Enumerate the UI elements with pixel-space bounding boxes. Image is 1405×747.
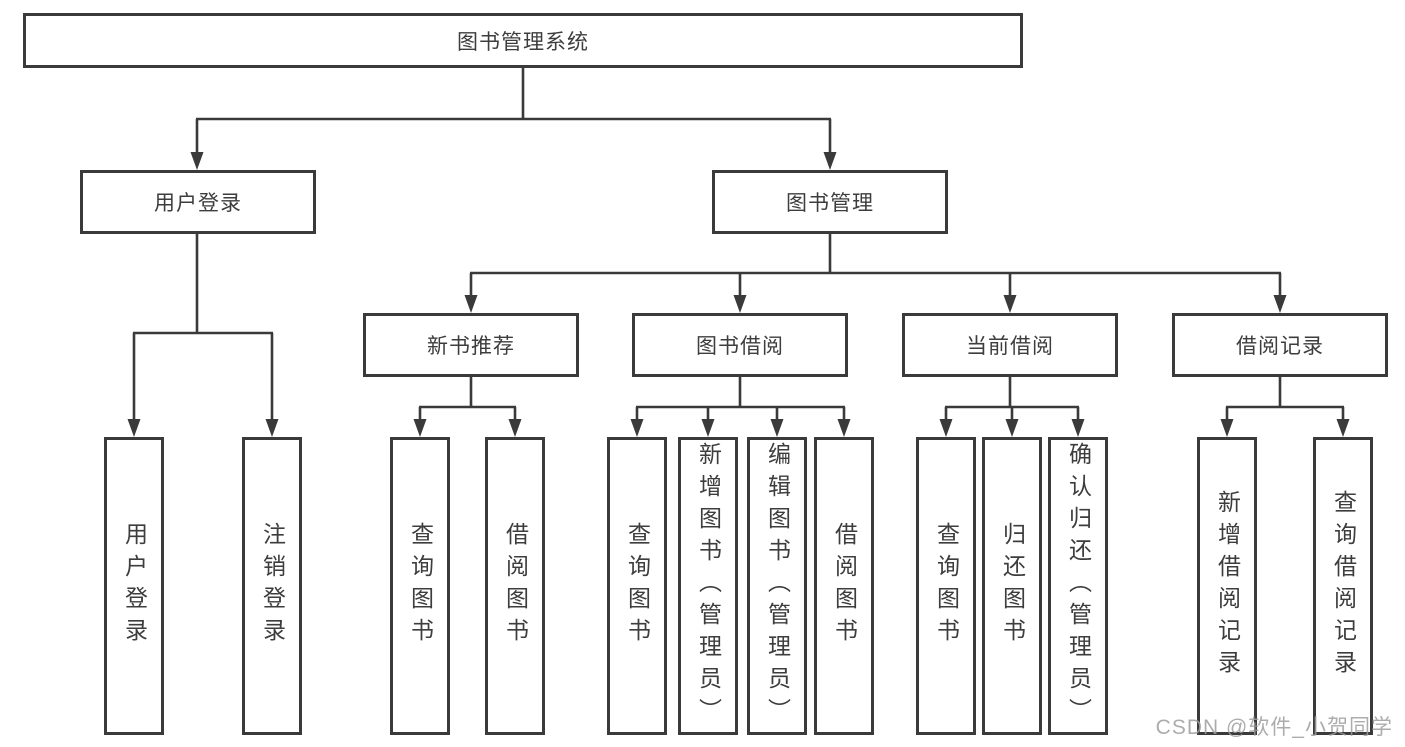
- node-label: 注销登录: [259, 522, 286, 650]
- node-leaf-borrow-books: 借阅图书: [814, 437, 874, 735]
- node-label: 新增图书（管理员）: [695, 442, 722, 730]
- node-label: 新增借阅记录: [1214, 490, 1241, 682]
- node-label: 借阅图书: [502, 522, 529, 650]
- node-leaf-query-borrow-record: 查询借阅记录: [1313, 437, 1373, 735]
- node-book-borrowing: 图书借阅: [632, 313, 848, 377]
- node-leaf-query-books-borrowing: 查询图书: [607, 437, 667, 735]
- node-current-borrowing: 当前借阅: [902, 313, 1118, 377]
- node-library-management-system: 图书管理系统: [23, 13, 1023, 68]
- node-label: 编辑图书（管理员）: [764, 442, 791, 730]
- node-book-management: 图书管理: [712, 170, 948, 234]
- node-leaf-query-books-newbooks: 查询图书: [390, 437, 450, 735]
- node-leaf-add-borrow-record: 新增借阅记录: [1197, 437, 1257, 735]
- node-label: 查询图书: [933, 522, 960, 650]
- node-leaf-user-login: 用户登录: [104, 437, 164, 735]
- node-label: 查询借阅记录: [1330, 490, 1357, 682]
- node-leaf-confirm-return-admin: 确认归还（管理员）: [1048, 437, 1108, 735]
- node-leaf-edit-books-admin: 编辑图书（管理员）: [747, 437, 807, 735]
- node-borrowing-records: 借阅记录: [1172, 313, 1388, 377]
- node-new-book-recommendation: 新书推荐: [363, 313, 579, 377]
- node-label: 借阅记录: [1236, 335, 1324, 358]
- node-label: 图书借阅: [696, 335, 784, 358]
- node-label: 借阅图书: [831, 522, 858, 650]
- node-label: 用户登录: [154, 192, 242, 215]
- node-label: 图书管理: [786, 192, 874, 215]
- node-label: 查询图书: [407, 522, 434, 650]
- node-leaf-query-books-current: 查询图书: [916, 437, 976, 735]
- node-user-login: 用户登录: [80, 170, 316, 234]
- node-leaf-add-books-admin: 新增图书（管理员）: [678, 437, 738, 735]
- node-label: 查询图书: [624, 522, 651, 650]
- node-label: 图书管理系统: [457, 30, 589, 54]
- node-leaf-return-books: 归还图书: [982, 437, 1042, 735]
- node-label: 新书推荐: [427, 335, 515, 358]
- node-label: 当前借阅: [966, 335, 1054, 358]
- csdn-watermark: CSDN @软件_小贺同学: [1155, 716, 1393, 739]
- node-label: 归还图书: [999, 522, 1026, 650]
- node-label: 用户登录: [121, 522, 148, 650]
- node-leaf-borrow-books-newbooks: 借阅图书: [485, 437, 545, 735]
- node-leaf-logout: 注销登录: [242, 437, 302, 735]
- node-label: 确认归还（管理员）: [1065, 442, 1092, 730]
